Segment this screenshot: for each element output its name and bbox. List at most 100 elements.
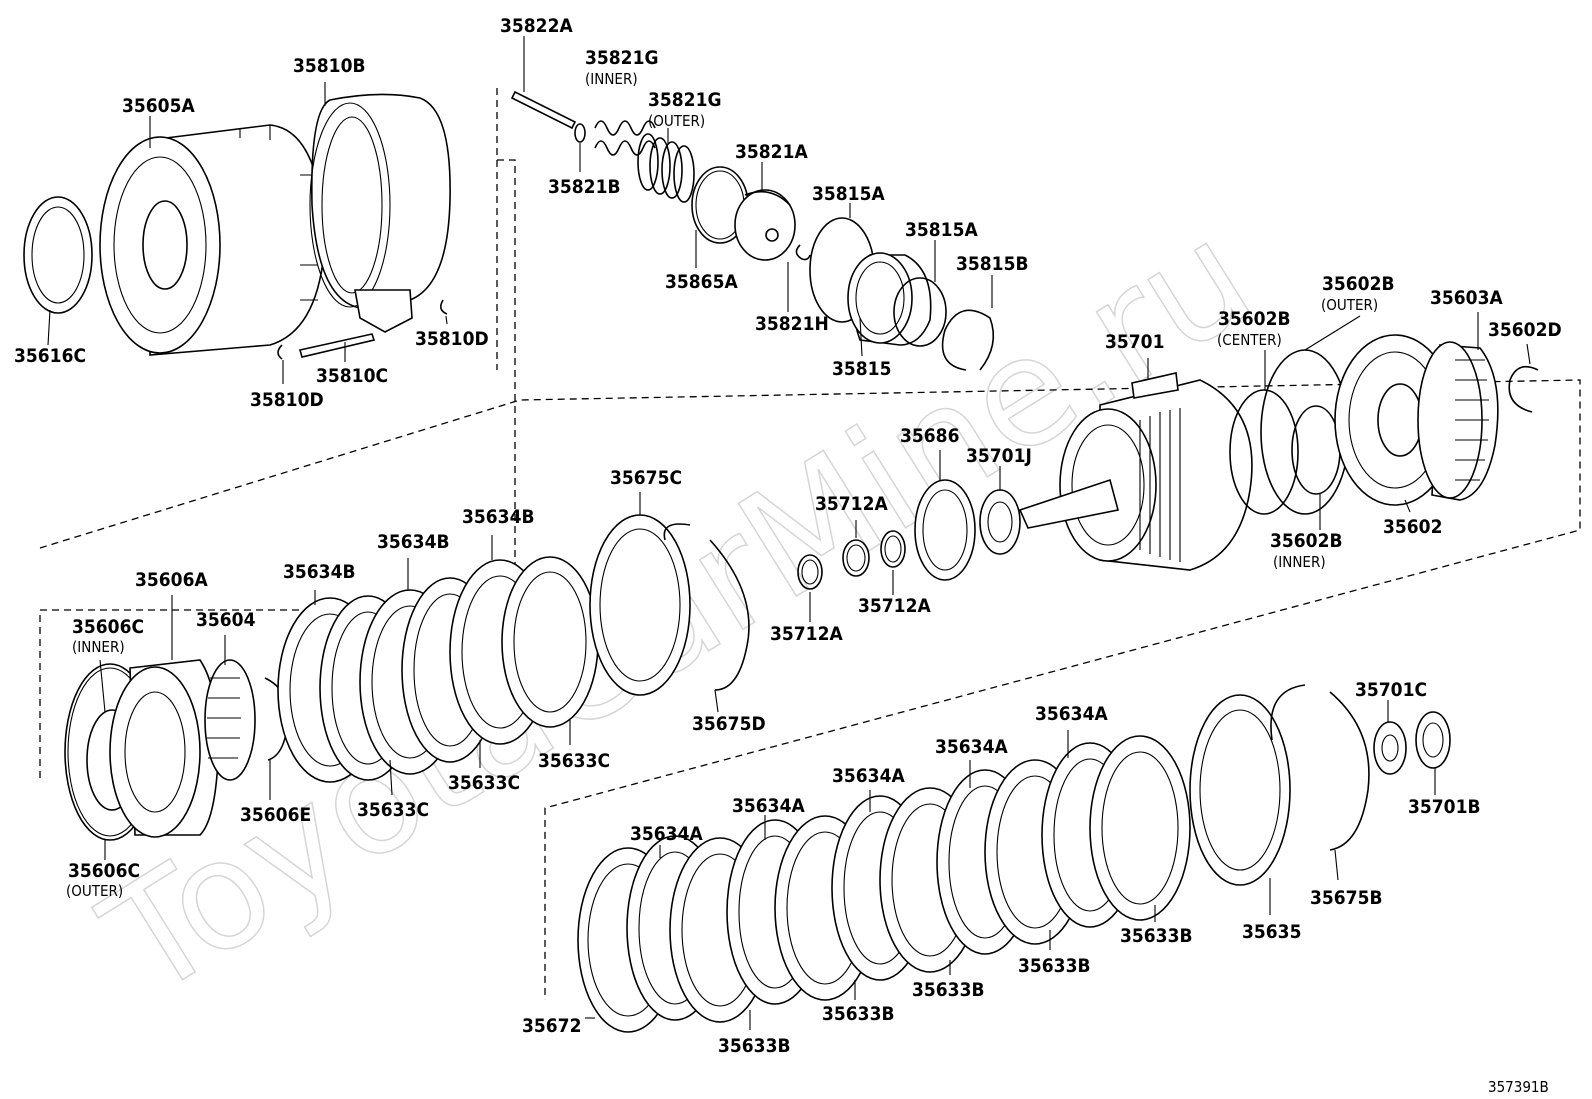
part-35712A-washer-1 — [797, 554, 823, 622]
label-35815B: 35815B — [956, 253, 1029, 275]
part-35701B-needle-bearing — [1415, 711, 1451, 795]
part-35675C-plate — [589, 492, 691, 696]
label-35633B-4: 35633B — [822, 1003, 895, 1025]
label-35815A-2: 35815A — [905, 219, 978, 241]
note-35602B-inner: (INNER) — [1273, 553, 1326, 571]
label-35821H: 35821H — [755, 313, 829, 335]
part-35712A-washer-3 — [880, 530, 906, 595]
part-35686-bearing-race — [914, 450, 976, 581]
label-35602: 35602 — [1383, 516, 1442, 538]
part-35602D-snap-ring — [1508, 343, 1539, 413]
label-35810C: 35810C — [316, 365, 388, 387]
label-35606C-inner: 35606C — [72, 616, 144, 638]
label-35633B-5: 35633B — [718, 1035, 791, 1057]
label-35821G-inner: 35821G — [585, 47, 659, 69]
label-35605A: 35605A — [122, 95, 195, 117]
label-35633C-1: 35633C — [538, 750, 610, 772]
label-35701: 35701 — [1105, 331, 1164, 353]
label-35634A-3: 35634A — [832, 765, 905, 787]
label-35602D: 35602D — [1488, 319, 1562, 341]
part-35821A-piston — [734, 162, 796, 261]
part-35635-plate — [1189, 694, 1291, 915]
label-35634B-1: 35634B — [462, 506, 535, 528]
label-35821A: 35821A — [735, 141, 808, 163]
part-35605A-clutch-drum — [99, 116, 326, 356]
label-35865A: 35865A — [665, 271, 738, 293]
part-35604-return-spring — [204, 635, 256, 781]
part-35810C-pin — [298, 333, 376, 362]
part-35821B-e-ring — [574, 123, 586, 172]
label-35686: 35686 — [900, 425, 959, 447]
label-35815: 35815 — [832, 358, 891, 380]
label-35675C: 35675C — [610, 467, 682, 489]
part-35675D-snap-ring — [663, 523, 750, 713]
label-35603A: 35603A — [1430, 287, 1503, 309]
label-35634A-5: 35634A — [630, 823, 703, 845]
label-35675D: 35675D — [692, 713, 766, 735]
label-35810D-1: 35810D — [415, 328, 489, 350]
label-35602B-center: 35602B — [1218, 308, 1291, 330]
part-35606A-piston — [109, 595, 219, 838]
label-35701J: 35701J — [966, 445, 1032, 467]
note-35821G-outer: (OUTER) — [648, 112, 705, 130]
note-35606C-outer: (OUTER) — [66, 882, 123, 900]
label-35633B-1: 35633B — [1120, 925, 1193, 947]
label-35633C-3: 35633C — [357, 799, 429, 821]
label-35602B-inner: 35602B — [1270, 530, 1343, 552]
part-35821G-inner-spring — [594, 120, 656, 156]
part-35810D-clip-upper — [439, 299, 448, 325]
label-35821B: 35821B — [548, 176, 621, 198]
label-35822A: 35822A — [500, 15, 573, 37]
label-35616C: 35616C — [14, 345, 86, 367]
part-35821H-snap-ring — [787, 244, 811, 312]
label-35633B-2: 35633B — [1018, 955, 1091, 977]
part-35712A-washer-2 — [842, 520, 870, 577]
label-35712A-3: 35712A — [770, 623, 843, 645]
label-35701C: 35701C — [1355, 679, 1427, 701]
label-35634B-2: 35634B — [377, 531, 450, 553]
part-35675B-snap-ring — [1270, 684, 1370, 881]
part-labels: 35822A 35821G (INNER) 35821G (OUTER) 358… — [14, 15, 1562, 1096]
label-35602B-outer: 35602B — [1322, 273, 1395, 295]
label-35815A-1: 35815A — [812, 183, 885, 205]
label-35604: 35604 — [196, 609, 256, 631]
note-35602B-center: (CENTER) — [1217, 331, 1282, 349]
label-35821G-outer: 35821G — [648, 89, 722, 111]
part-35701J-needle-bearing — [979, 466, 1021, 555]
figure-reference: 357391B — [1488, 1078, 1549, 1096]
label-35712A-1: 35712A — [815, 493, 888, 515]
label-35633B-3: 35633B — [912, 979, 985, 1001]
part-35822A-rod — [510, 36, 577, 130]
label-35712A-2: 35712A — [858, 595, 931, 617]
part-35810D-clip-lower — [277, 344, 284, 384]
label-35701B: 35701B — [1408, 796, 1481, 818]
part-35815A-o-ring-2 — [893, 240, 947, 347]
label-35634A-2: 35634A — [935, 736, 1008, 758]
label-35635: 35635 — [1242, 921, 1301, 943]
part-35701C-race — [1373, 700, 1407, 775]
label-35810B: 35810B — [293, 55, 366, 77]
note-35602B-outer: (OUTER) — [1321, 296, 1378, 314]
part-35701-ring-gear-shaft — [1018, 358, 1253, 571]
label-35606A: 35606A — [135, 569, 208, 591]
label-35633C-2: 35633C — [448, 772, 520, 794]
part-35821G-outer-spring — [637, 128, 695, 203]
part-35815B-snap-ring — [941, 275, 995, 371]
clutch-pack-a-b — [577, 730, 1191, 1033]
part-35602B-center-ring — [1229, 350, 1299, 515]
label-35634A-1: 35634A — [1035, 703, 1108, 725]
label-35634A-4: 35634A — [732, 795, 805, 817]
part-35815-piston — [847, 252, 932, 357]
label-35675B: 35675B — [1310, 887, 1383, 909]
label-35672: 35672 — [522, 1015, 581, 1037]
label-35606C-outer: 35606C — [68, 860, 140, 882]
label-35810D-2: 35810D — [250, 389, 324, 411]
label-35634B-3: 35634B — [283, 561, 356, 583]
part-35603A-planetary-carrier — [1417, 312, 1499, 501]
part-35810B-brake-band — [309, 82, 451, 333]
note-35606C-inner: (INNER) — [72, 638, 125, 656]
clutch-pack-b-c — [277, 535, 599, 796]
note-35821G-inner: (INNER) — [585, 70, 638, 88]
part-35616C-thrust-washer — [23, 196, 93, 346]
